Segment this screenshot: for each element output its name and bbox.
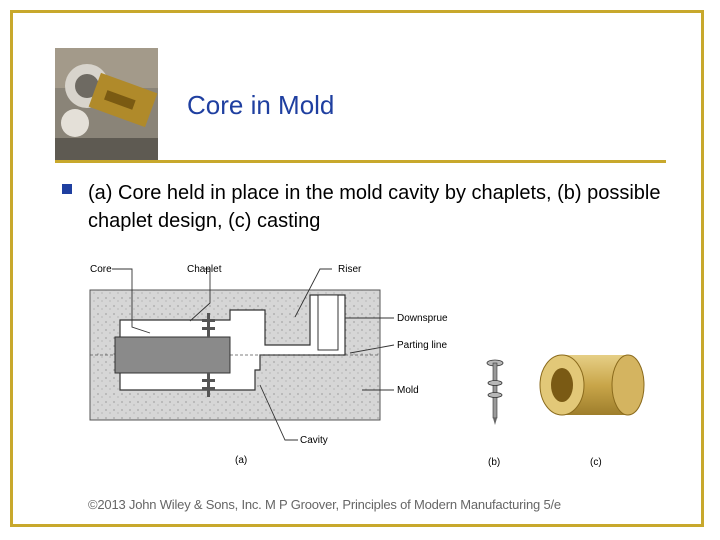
core-block xyxy=(114,336,231,374)
header-photo xyxy=(55,48,158,160)
bullet-square-icon xyxy=(62,184,72,194)
label-downsprue: Downsprue xyxy=(397,313,448,324)
caption-a: (a) xyxy=(235,455,247,466)
label-cavity: Cavity xyxy=(300,435,328,446)
footer-copyright: ©2013 John Wiley & Sons, Inc. M P Groove… xyxy=(88,497,561,512)
casting-drawing: (c) xyxy=(539,354,645,468)
label-parting-line: Parting line xyxy=(397,340,447,351)
slide-title: Core in Mold xyxy=(187,90,335,120)
label-mold: Mold xyxy=(397,385,419,396)
slide-frame xyxy=(10,10,704,527)
label-chaplet: Chaplet xyxy=(187,264,222,275)
bullet-text: (a) Core held in place in the mold cavit… xyxy=(88,182,661,232)
label-core: Core xyxy=(90,264,112,275)
chaplet-top xyxy=(202,313,215,337)
label-riser: Riser xyxy=(338,264,362,275)
chaplet-bottom xyxy=(202,373,215,397)
chaplet-drawing: (b) xyxy=(486,359,504,468)
caption-b: (b) xyxy=(488,457,500,468)
mold-drawing: Core Chaplet Riser Downsprue Parting lin… xyxy=(89,264,448,466)
title-rule xyxy=(55,160,666,163)
core-in-mold-figure: Core Chaplet Riser Downsprue Parting lin… xyxy=(80,255,680,475)
caption-c: (c) xyxy=(590,457,602,468)
